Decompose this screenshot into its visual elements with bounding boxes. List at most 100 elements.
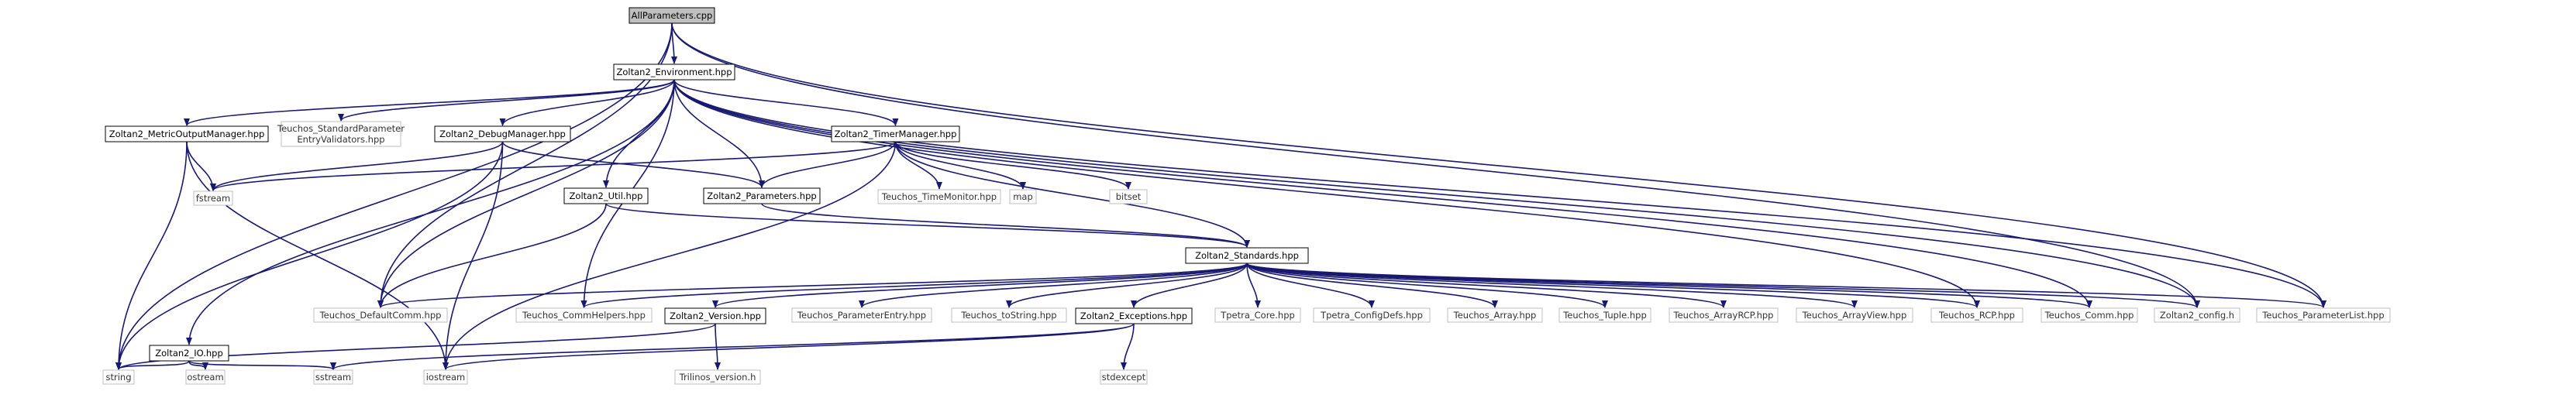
node-box-timemon [877,189,1001,204]
node-box-metric [105,125,269,142]
node-timemon: Teuchos_TimeMonitor.hpp [877,189,1001,204]
node-label-io: Zoltan2_IO.hpp [155,348,223,359]
node-label-tpetracore: Tpetra_Core.hpp [1220,310,1295,321]
node-params[interactable]: Zoltan2_Parameters.hpp [703,187,821,204]
node-box-io [149,345,229,362]
edge-standards-to-commhelpers [580,263,1248,308]
node-box-tpetracore [1214,307,1301,323]
node-label-rcp: Teuchos_RCP.hpp [1938,310,2015,321]
node-box-arrayrcp [1669,307,1779,323]
node-box-params [703,187,821,204]
node-box-tuple [1558,307,1651,323]
node-bitset: bitset [1109,189,1148,204]
node-tostring: Teuchos_toString.hpp [951,307,1067,323]
edge-timer-to-fstream [210,141,897,191]
node-box-timer [831,125,960,142]
node-label-timer: Zoltan2_TimerManager.hpp [835,129,957,139]
node-label-trilinos: Trilinos_version.h [679,372,756,383]
node-label-string: string [105,372,131,383]
edge-standards-to-rcp [1246,263,1980,308]
node-label-ostream: ostream [187,372,223,383]
node-box-paramlist [2256,307,2391,323]
node-label-bitset: bitset [1116,191,1142,202]
edge-standards-to-arrayrcp [1246,263,1727,308]
edge-standards-to-paramentry [859,263,1248,308]
node-box-sstream [313,369,353,385]
node-box-array [1447,307,1543,323]
edge-env-to-debug [499,79,675,126]
node-box-standards [1185,247,1309,264]
node-box-allparams [629,7,715,24]
node-box-rcp [1930,307,2023,323]
node-string: string [102,369,135,385]
edge-env-to-comm [673,79,2092,308]
edge-version-to-string [115,323,716,370]
edge-allparams-to-paramlist [671,22,2326,308]
node-label-stdexcept: stdexcept [1102,372,1146,383]
node-label-comm: Teuchos_Comm.hpp [2044,310,2134,321]
edge-util-to-defcomm [377,203,607,308]
edge-env-to-config [673,79,2200,308]
edge-debug-to-params [501,141,765,188]
node-comm: Teuchos_Comm.hpp [2040,307,2138,323]
node-box-string [102,369,135,385]
node-metric[interactable]: Zoltan2_MetricOutputManager.hpp [105,125,269,142]
edge-debug-to-fstream [210,141,504,191]
node-commhelpers: Teuchos_CommHelpers.hpp [515,307,653,323]
node-label-exceptions: Zoltan2_Exceptions.hpp [1080,311,1187,321]
node-timer[interactable]: Zoltan2_TimerManager.hpp [831,125,960,142]
node-box-commhelpers [515,307,653,323]
node-sstream: sstream [313,369,353,385]
node-label-paramentry: Teuchos_ParameterEntry.hpp [797,310,926,321]
node-exceptions[interactable]: Zoltan2_Exceptions.hpp [1075,307,1193,324]
node-array: Teuchos_Array.hpp [1447,307,1543,323]
node-debug[interactable]: Zoltan2_DebugManager.hpp [434,125,571,142]
edge-standards-to-tpetraconfig [1246,263,1375,308]
edge-standards-to-tostring [1006,263,1248,308]
node-iostream: iostream [423,369,468,385]
edge-standards-to-version [712,263,1248,308]
node-label-config: Zoltan2_config.h [2160,310,2234,321]
node-fstream: fstream [193,190,233,206]
node-label-iostream: iostream [426,372,466,383]
node-box-tostring [951,307,1067,323]
edge-util-to-standards [605,203,1250,248]
edge-allparams-to-config [671,22,2200,308]
node-box-config [2154,307,2240,323]
node-box-paramentry [791,307,932,323]
edge-standards-to-tpetracore [1246,263,1261,308]
edge-params-to-standards [761,203,1250,248]
edge-timer-to-standards [894,141,1250,248]
edge-version-to-trilinos [714,323,721,370]
node-paramentry: Teuchos_ParameterEntry.hpp [791,307,932,323]
node-config: Zoltan2_config.h [2154,307,2240,323]
node-box-map [1009,189,1037,204]
node-defcomm: Teuchos_DefaultComm.hpp [313,307,448,323]
edge-timer-to-iostream [443,141,897,370]
node-box-trilinos [674,369,761,385]
node-label-sstream: sstream [315,372,351,383]
edge-env-to-io [186,79,675,345]
node-version[interactable]: Zoltan2_Version.hpp [664,307,766,324]
node-box-tpetraconfig [1313,307,1431,323]
node-util[interactable]: Zoltan2_Util.hpp [563,187,649,204]
node-box-arrayview [1796,307,1913,323]
node-io[interactable]: Zoltan2_IO.hpp [149,345,229,362]
edge-env-to-paramlist [673,79,2326,308]
node-allparams[interactable]: AllParameters.cpp [629,7,715,24]
node-tpetracore: Tpetra_Core.hpp [1214,307,1301,323]
node-paramlist: Teuchos_ParameterList.hpp [2256,307,2391,323]
edge-env-to-defcomm [377,79,675,308]
node-box-bitset [1109,189,1148,204]
node-box-version [664,307,766,324]
node-label-allparams: AllParameters.cpp [632,10,713,21]
node-box-defcomm [313,307,448,323]
node-standards[interactable]: Zoltan2_Standards.hpp [1185,247,1309,264]
edge-metric-to-string [115,141,188,370]
node-env[interactable]: Zoltan2_Environment.hpp [613,63,735,81]
node-box-fstream [193,190,233,206]
node-box-iostream [423,369,468,385]
node-box-comm [2040,307,2138,323]
